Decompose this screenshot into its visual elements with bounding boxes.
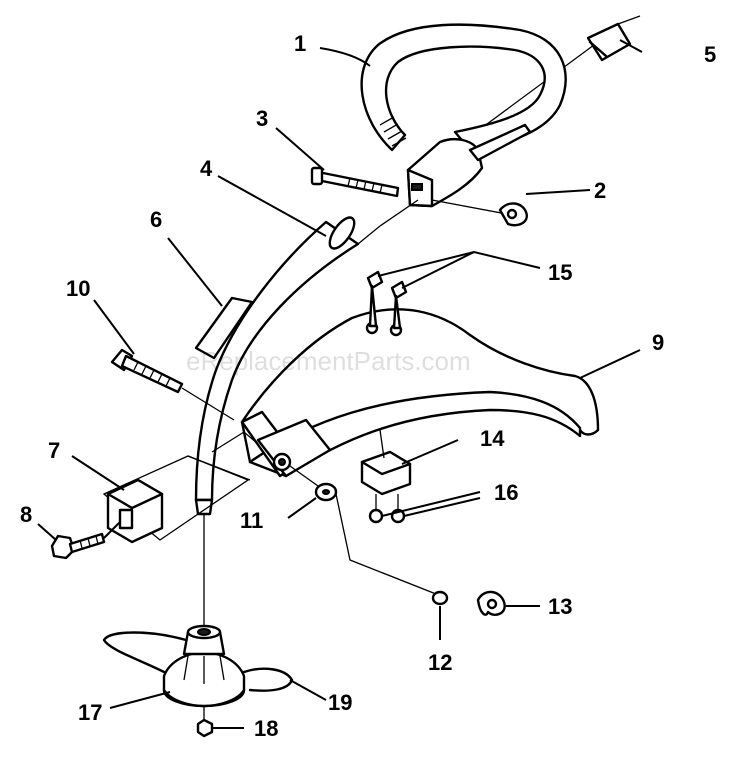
part-13-wing-nut (476, 590, 540, 616)
callout-17: 17 (78, 700, 102, 725)
part-19-cutting-line (102, 631, 327, 701)
part-15-guard-screws (366, 250, 541, 330)
callout-14: 14 (480, 426, 505, 451)
part-12-lock-washer (431, 590, 449, 640)
callout-2: 2 (594, 178, 606, 203)
callout-5: 5 (704, 42, 716, 67)
part-17-trimmer-head (109, 624, 246, 709)
callout-8: 8 (20, 502, 32, 527)
callout-16: 16 (494, 480, 518, 505)
part-2-wing-nut (431, 199, 528, 227)
callout-9: 9 (652, 330, 664, 355)
part-4-curved-shaft (194, 199, 419, 630)
part-16-nuts (368, 491, 481, 524)
part-10-long-bolt (110, 348, 235, 421)
watermark: eReplacementParts.com (186, 346, 471, 376)
callout-3: 3 (256, 106, 268, 131)
callout-10: 10 (66, 276, 90, 301)
part-11-washer (287, 465, 437, 595)
part-1-loop-handle (360, 23, 567, 208)
part-3-bolt (310, 166, 400, 198)
callout-18: 18 (254, 716, 278, 741)
callout-1: 1 (294, 31, 306, 56)
leader-lines (93, 39, 643, 379)
part-14-guard-bracket (360, 429, 459, 496)
part-18-nut (196, 706, 244, 738)
part-6-shaft-sleeve (194, 296, 254, 360)
callout-6: 6 (150, 207, 162, 232)
callout-numbers: 1 2 3 4 5 6 7 8 9 10 11 12 13 14 15 16 1… (20, 31, 716, 741)
part-8-hex-bolt (37, 521, 121, 560)
callout-19: 19 (328, 690, 352, 715)
part-7-shaft-clamp (71, 455, 250, 544)
callout-12: 12 (428, 650, 452, 675)
callout-15: 15 (548, 260, 572, 285)
part-9-trimmer-guard (187, 308, 600, 481)
callout-7: 7 (48, 438, 60, 463)
callout-13: 13 (548, 594, 572, 619)
callout-4: 4 (200, 156, 213, 181)
callout-11: 11 (240, 508, 263, 533)
